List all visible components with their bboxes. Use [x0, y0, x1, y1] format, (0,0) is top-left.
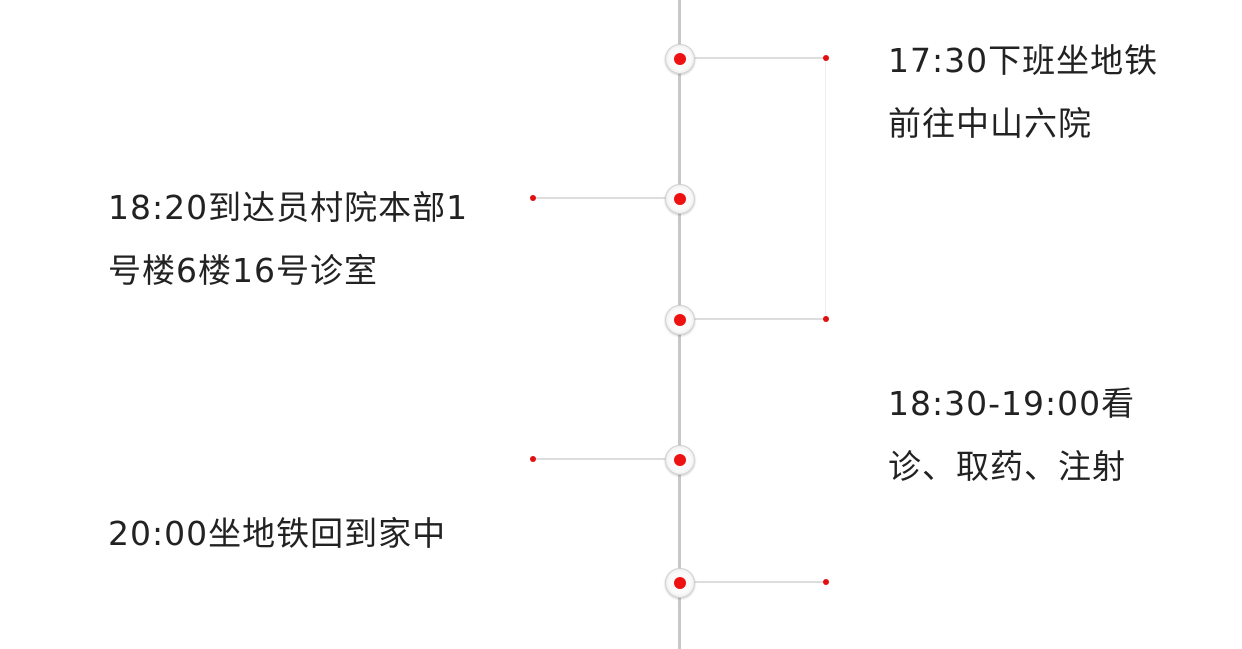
- timeline-node: [665, 305, 695, 335]
- connector: [694, 581, 826, 583]
- connector-end-dot: [823, 55, 829, 61]
- node-dot-icon: [674, 314, 686, 326]
- timeline-node: [665, 184, 695, 214]
- timeline-node: [665, 568, 695, 598]
- event-line: 20:00坐地铁回到家中: [108, 514, 447, 553]
- event-text: 18:20到达员村院本部1 号楼6楼16号诊室: [108, 176, 468, 302]
- node-dot-icon: [674, 193, 686, 205]
- node-dot-icon: [674, 454, 686, 466]
- connector-end-dot: [823, 579, 829, 585]
- event-line: 18:20到达员村院本部1: [108, 188, 469, 227]
- node-dot-icon: [674, 53, 686, 65]
- event-line: 号楼6楼16号诊室: [108, 251, 378, 290]
- timeline-node: [665, 44, 695, 74]
- event-line: 前往中山六院: [888, 104, 1092, 143]
- event-line: 诊、取药、注射: [888, 447, 1126, 486]
- bracket-line: [825, 58, 826, 319]
- connector-end-dot: [530, 456, 536, 462]
- connector: [532, 458, 666, 460]
- event-line: 17:30下班坐地铁: [888, 41, 1159, 80]
- connector: [694, 57, 826, 59]
- event-text: 17:30下班坐地铁 前往中山六院: [888, 29, 1158, 155]
- connector-end-dot: [823, 316, 829, 322]
- event-text: 20:00坐地铁回到家中: [108, 502, 446, 565]
- connector: [694, 318, 826, 320]
- connector: [532, 197, 666, 199]
- node-dot-icon: [674, 577, 686, 589]
- connector-end-dot: [530, 195, 536, 201]
- event-text: 18:30-19:00看 诊、取药、注射: [888, 372, 1135, 498]
- event-line: 18:30-19:00看: [888, 384, 1136, 423]
- timeline-node: [665, 445, 695, 475]
